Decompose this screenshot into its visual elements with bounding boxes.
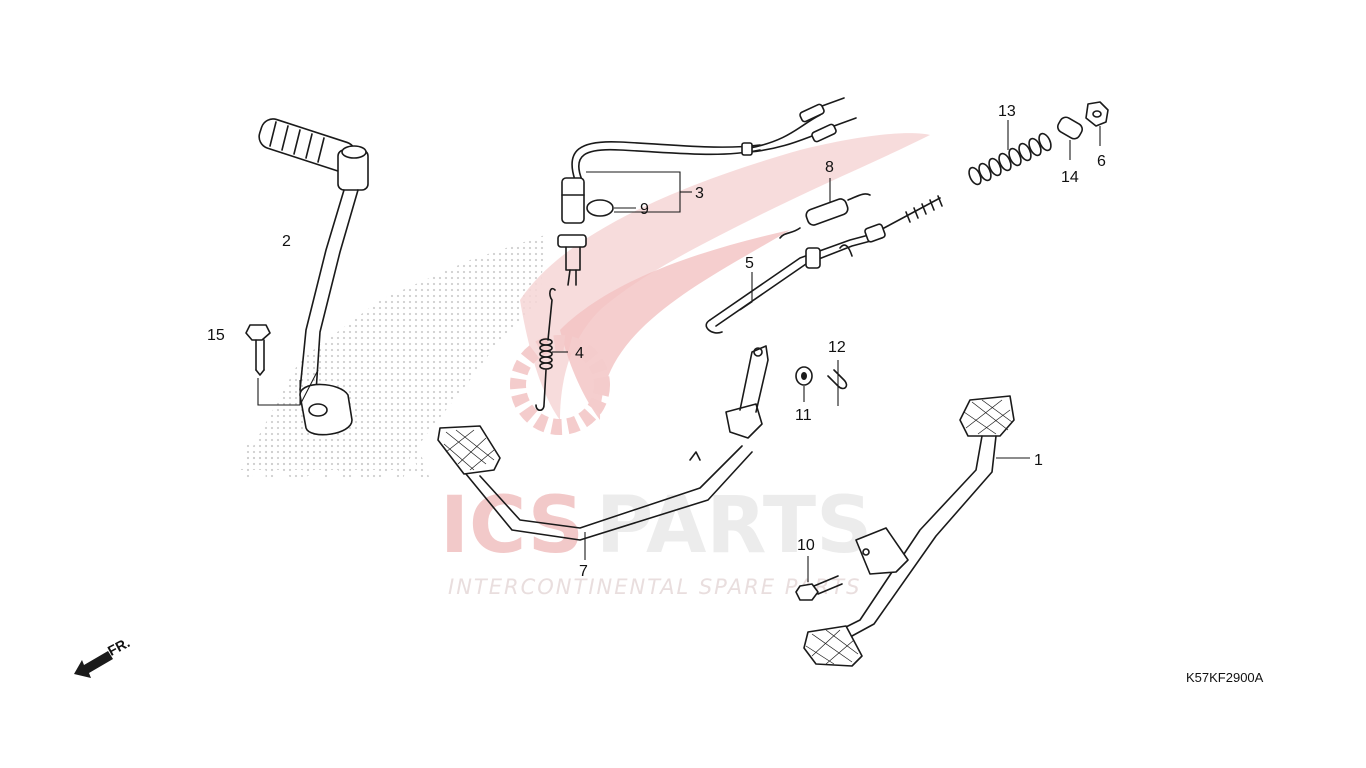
callout-2: 2 [282,233,291,250]
part-bolt-15 [245,324,319,406]
part-joint-14 [1057,116,1083,160]
part-brake-rod-5 [705,195,943,334]
watermark-red-wing [520,133,930,420]
callout-13: 13 [998,103,1016,120]
callout-12: 12 [828,339,846,356]
part-nut-6 [1085,101,1109,146]
callout-8: 8 [825,159,834,176]
callout-15: 15 [207,327,225,344]
part-spring-8 [779,178,871,239]
callout-4: 4 [575,345,584,362]
callout-3: 3 [695,185,704,202]
front-arrow-icon [74,651,113,678]
part-cotter-pin-12 [827,360,848,406]
callout-11: 11 [795,407,812,424]
watermark-title-right: PARTS [596,481,872,571]
callout-1: 1 [1034,452,1043,469]
part-washer-11 [795,366,813,402]
callout-14: 14 [1061,169,1079,186]
part-stop-switch-3 [557,97,857,286]
part-step-bar-1 [803,395,1030,667]
callout-7: 7 [579,563,588,580]
watermark-brand: HONDA [240,435,430,489]
callout-labels: 1 2 3 4 5 6 7 8 9 10 11 12 13 14 15 [207,103,1106,580]
watermark-subtitle: INTERCONTINENTAL SPARE PARTS [448,575,861,599]
part-spring-13 [968,120,1052,186]
part-spring-4 [535,287,568,412]
part-bolt-10 [795,556,843,601]
watermark-gear [510,335,610,435]
part-kick-starter-arm [258,118,369,436]
part-brake-pedal-7 [437,345,769,560]
callout-5: 5 [745,255,754,272]
diagram-reference-code: K57KF2900A [1186,670,1264,685]
callout-9: 9 [640,201,649,218]
watermark-red-wing-2 [560,230,790,420]
front-direction-indicator: FR. [74,634,132,678]
callout-10: 10 [797,537,815,554]
callout-6: 6 [1097,153,1106,170]
part-clip-9 [586,199,636,217]
